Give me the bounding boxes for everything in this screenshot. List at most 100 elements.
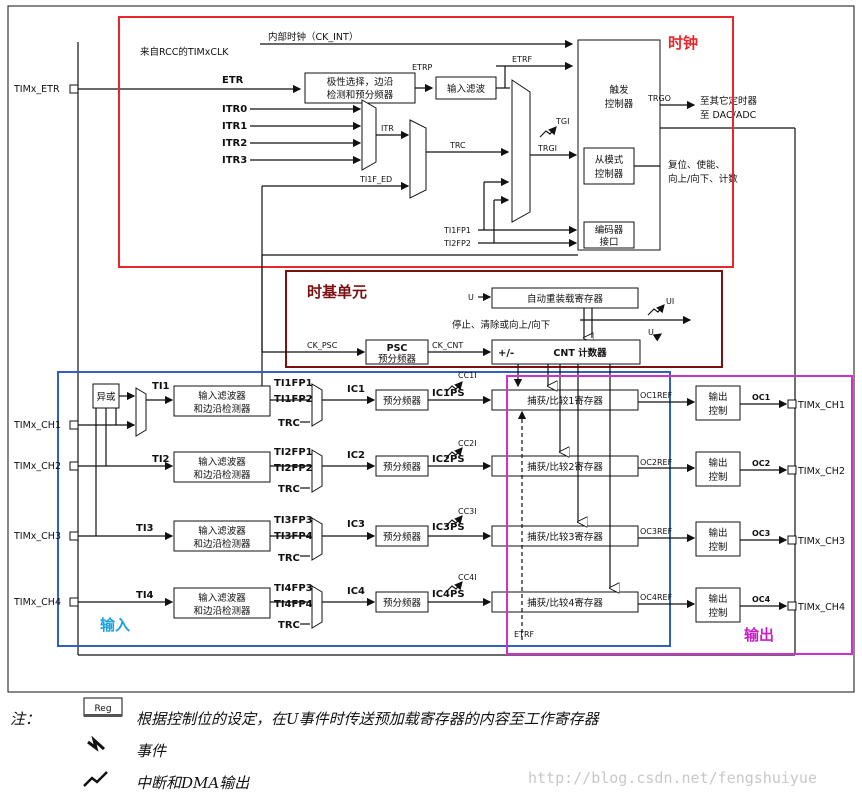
ti1fp1-label: TI1FP1 [274, 378, 313, 389]
output-ctrl-3-text-2: 控制 [708, 541, 727, 553]
cc1i-label: CC1I [458, 371, 477, 380]
polarity-text-1: 极性选择，边沿 [327, 76, 394, 88]
reg-legend-shadow [84, 714, 122, 717]
prescaler-ch2-text: 预分频器 [383, 461, 422, 473]
ic3-mux [311, 517, 323, 561]
internal-clock-label: 内部时钟（CK_INT） [268, 31, 358, 43]
ti1f-ed-label: TI1F_ED [359, 175, 392, 184]
ck-cnt-label: CK_CNT [432, 341, 463, 350]
trgi-mux [511, 79, 531, 223]
filter-ch2-text-2: 和边沿检测器 [193, 469, 251, 481]
filter-block-ch4 [173, 587, 271, 619]
reset-text-2: 向上/向下、计数 [668, 173, 738, 185]
xor-block [92, 383, 120, 409]
capture-register-3 [491, 525, 639, 547]
ti2fp2-label-clk: TI2FP2 [443, 239, 471, 248]
capture-register-2-text: 捕获/比较2寄存器 [527, 461, 603, 473]
ic1-label: IC1 [347, 384, 365, 395]
xor-text: 异或 [96, 391, 116, 403]
output-ctrl-2-text-2: 控制 [708, 471, 727, 483]
trgi-label: TRGI [537, 144, 557, 153]
pin-ch2-in [69, 461, 79, 471]
polarity-block [304, 72, 416, 104]
capture-register-1-text: 捕获/比较1寄存器 [527, 395, 603, 407]
capture-register-1 [491, 389, 639, 411]
u-event-icon [652, 333, 662, 342]
psc-block [365, 339, 429, 365]
prescaler-ch3-text: 预分频器 [383, 531, 422, 543]
ui-interrupt-icon [647, 304, 665, 316]
timebase-region [285, 270, 723, 368]
slave-mode-block [583, 147, 635, 185]
note-label: 注： [10, 710, 40, 728]
ic4ps-label: IC4PS [432, 589, 465, 600]
etrp-label: ETRP [412, 63, 433, 72]
oc3-label: OC3 [752, 529, 770, 538]
oc4-label: OC4 [752, 595, 771, 604]
encoder-text-2: 接口 [599, 236, 618, 248]
ti2-label: TI2 [152, 454, 170, 465]
ti1-mux [135, 387, 147, 437]
trc-ch1-label: TRC [278, 418, 300, 429]
oc2-label: OC2 [752, 459, 770, 468]
filter-ch3-text-1: 输入滤波器 [198, 525, 246, 537]
psc-title: PSC [387, 343, 408, 354]
output-ctrl-3 [695, 521, 741, 557]
pin-ch2-out [787, 465, 797, 475]
clock-region-label: 时钟 [668, 34, 698, 52]
pin-ch4-out [787, 601, 797, 611]
to-timers-text-1: 至其它定时器 [700, 95, 758, 107]
filter-ch1-text-2: 和边沿检测器 [193, 403, 251, 415]
filter-ch3-text-2: 和边沿检测器 [193, 538, 251, 550]
diagram-frame [7, 5, 855, 693]
ic1ps-label: IC1PS [432, 388, 465, 399]
from-rcc-label: 来自RCC的TIMxCLK [140, 46, 229, 58]
itr-mux [361, 99, 377, 171]
event-desc: 事件 [136, 742, 168, 760]
cc4i-label: CC4I [458, 573, 477, 582]
u-event-label: U [648, 328, 654, 337]
ti4fp3-label: TI4FP3 [274, 583, 313, 594]
slave-text-1: 从模式 [595, 154, 624, 166]
oc1ref-label: OC1REF [640, 391, 673, 400]
ck-psc-label: CK_PSC [307, 341, 338, 350]
autoreload-u-label: U [468, 293, 474, 302]
cc1i-interrupt-icon [445, 381, 463, 393]
cc3i-label: CC3I [458, 507, 477, 516]
ti4-label: TI4 [136, 590, 154, 601]
input-region-label: 输入 [100, 616, 130, 634]
ic2ps-label: IC2PS [432, 454, 465, 465]
autoreload-register [491, 287, 639, 309]
trgo-label: TRGO [647, 94, 671, 103]
output-ctrl-3-text-1: 输出 [708, 527, 727, 539]
filter-ch1-text-1: 输入滤波器 [198, 390, 246, 402]
trc-ch2-label: TRC [278, 484, 300, 495]
pin-ch3-in [69, 531, 79, 541]
ic2-label: IC2 [347, 450, 365, 461]
oc1-label: OC1 [752, 393, 771, 402]
output-ctrl-1-text-1: 输出 [708, 391, 727, 403]
capture-register-3-text: 捕获/比较3寄存器 [527, 531, 603, 543]
itr3-label: ITR3 [222, 155, 247, 166]
cnt-label: CNT 计数器 [553, 347, 607, 359]
input-filter-text: 输入滤波 [447, 83, 486, 95]
etrf-label-top: ETRF [512, 55, 533, 64]
tgi-interrupt-icon [539, 126, 557, 138]
pin-ch2-in-label: TIMx_CH2 [13, 461, 61, 472]
ti2fp2-label: TI2FP2 [274, 463, 313, 474]
filter-ch4-text-1: 输入滤波器 [198, 592, 246, 604]
tgi-label: TGI [555, 117, 569, 126]
ti3-label: TI3 [136, 523, 154, 534]
ti4fp4-label: TI4FP4 [274, 599, 313, 610]
trc-ch4-label: TRC [278, 620, 300, 631]
pin-ch3-out [787, 535, 797, 545]
to-timers-text-2: 至 DAC/ADC [700, 110, 757, 121]
oc3ref-label: OC3REF [640, 527, 673, 536]
irq-desc: 中断和DMA输出 [136, 774, 250, 792]
cc2i-interrupt-icon [445, 447, 463, 459]
reset-text-1: 复位、使能、 [668, 159, 725, 171]
trigger-controller-block [577, 39, 661, 251]
filter-block-ch2 [173, 451, 271, 483]
output-ctrl-4-text-1: 输出 [708, 593, 727, 605]
